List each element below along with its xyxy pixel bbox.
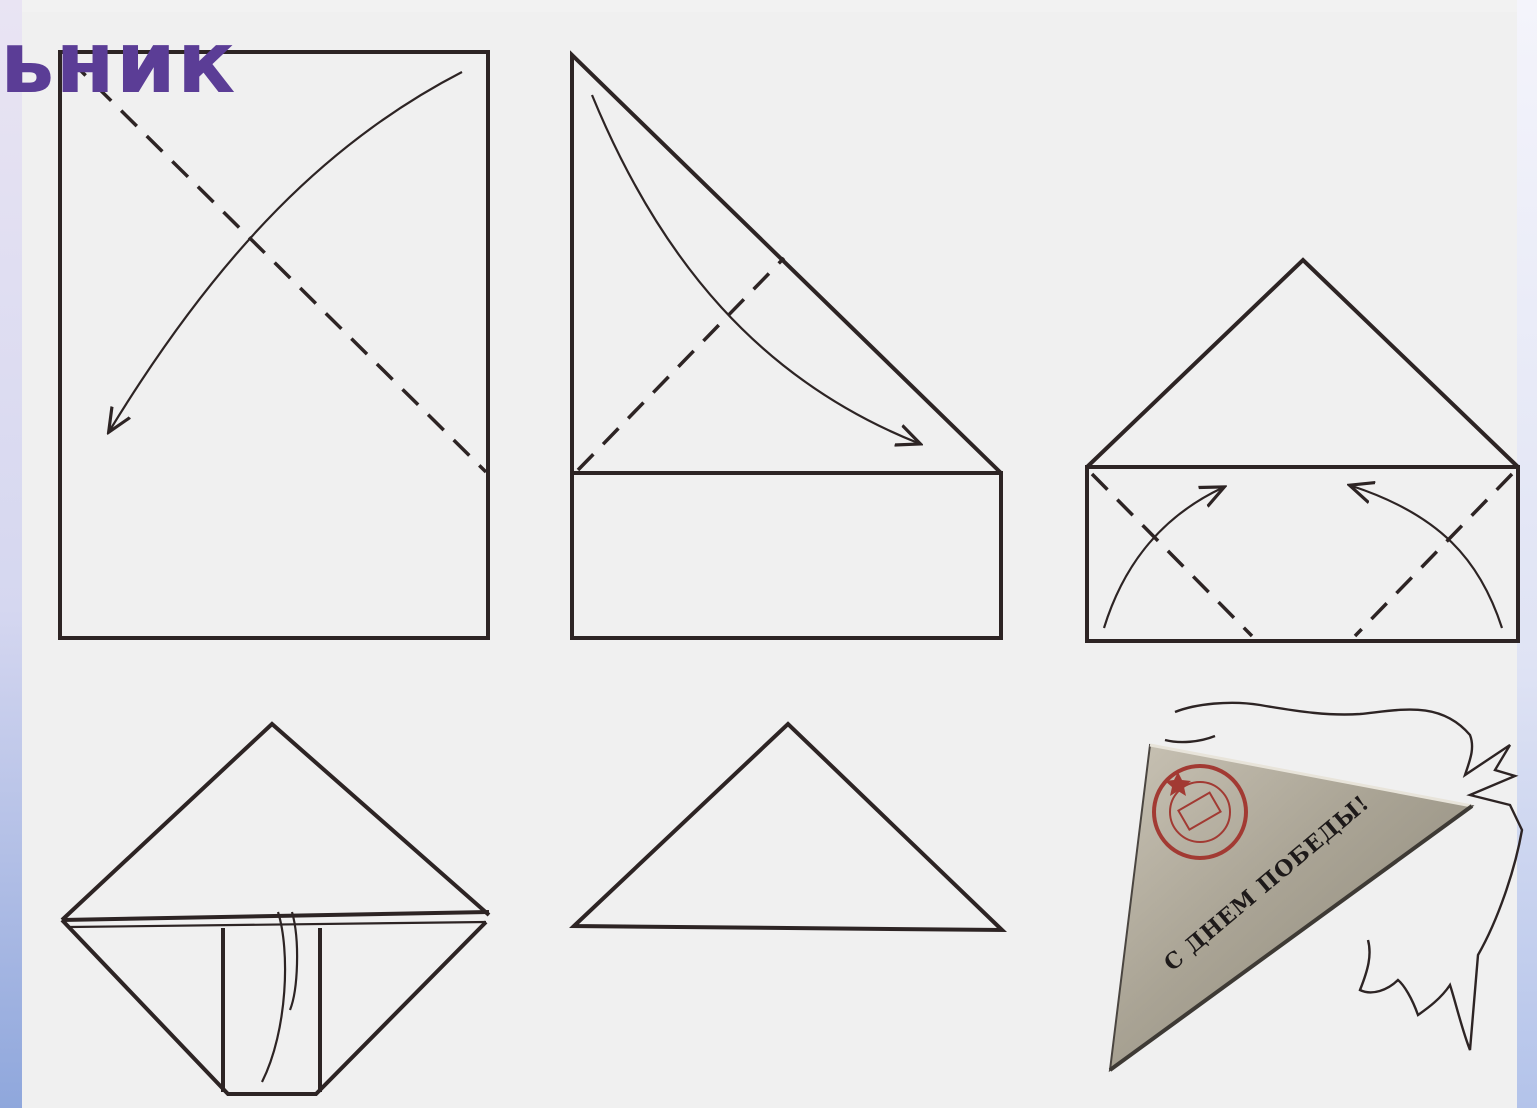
- step-5-triangle: [574, 724, 1002, 930]
- triangle-letter: [1110, 745, 1472, 1070]
- step-2-rectangle: [572, 473, 1001, 638]
- page-title: ьник: [0, 20, 236, 106]
- step-4-fold-edge: [62, 912, 489, 920]
- step-4-diamond: [62, 724, 489, 1094]
- step-3-fold-line-right: [1355, 474, 1512, 636]
- step-3-fold-line-left: [1092, 474, 1252, 636]
- step-4-top-triangle: [62, 724, 489, 920]
- step-2-folded: [572, 55, 1001, 638]
- step-6-finished-letter: С ДНЕМ ПОБЕДЫ!: [1110, 703, 1522, 1070]
- step-1-sheet: [60, 52, 488, 638]
- step-2-fold-line: [578, 258, 784, 470]
- step-5-triangle-shape: [574, 724, 1002, 930]
- step-3-fold-arrow-left: [1104, 488, 1222, 628]
- step-3-envelope: [1087, 260, 1518, 641]
- step-4-tuck-arrow: [262, 912, 285, 1082]
- step-2-fold-arrow: [592, 95, 918, 443]
- step-3-rectangle: [1087, 467, 1518, 641]
- step-4-bottom-triangle: [62, 920, 486, 1094]
- step-4-strip: [223, 928, 320, 1092]
- step-3-triangle: [1087, 260, 1518, 467]
- step-1-rectangle: [60, 52, 488, 638]
- step-1-fold-line: [70, 60, 486, 472]
- step-1-fold-arrow: [110, 72, 462, 430]
